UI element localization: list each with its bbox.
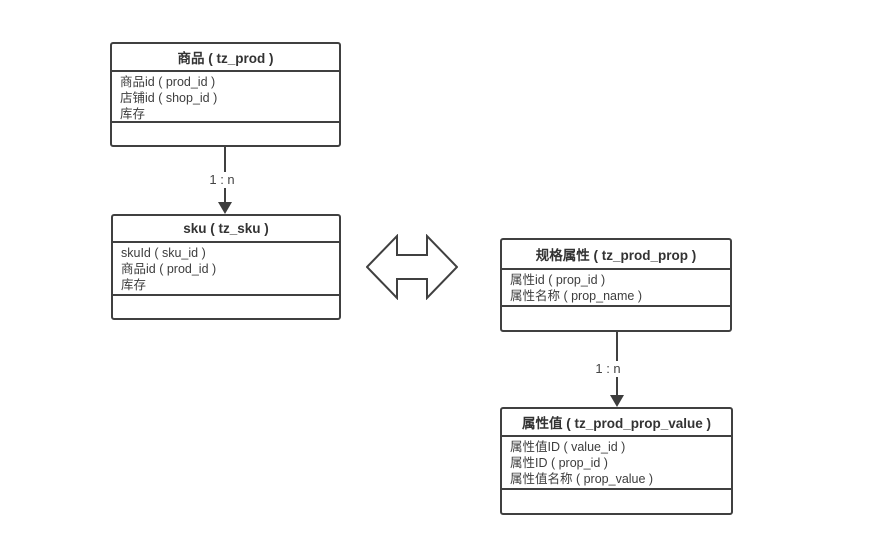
- table-field: 属性值ID ( value_id ): [510, 440, 626, 454]
- table-title-sku: sku ( tz_sku ): [113, 216, 339, 243]
- table-field: 属性名称 ( prop_name ): [510, 289, 642, 303]
- table-fields-sku: skuId ( sku_id ) 商品id ( prod_id ) 库存: [113, 243, 339, 296]
- table-field: 属性id ( prop_id ): [510, 273, 606, 287]
- arrowhead-down-icon: [610, 395, 624, 407]
- table-title-prod-prop-value: 属性值 ( tz_prod_prop_value ): [502, 409, 731, 437]
- entity-table-prod-prop[interactable]: 规格属性 ( tz_prod_prop ) 属性id ( prop_id ) 属…: [500, 238, 732, 332]
- double-horizontal-arrow-icon[interactable]: [366, 234, 458, 300]
- table-field: 库存: [121, 278, 147, 292]
- table-field: 商品id ( prod_id ): [121, 262, 217, 276]
- table-field: 属性值名称 ( prop_value ): [510, 472, 654, 486]
- table-field: 库存: [120, 107, 146, 121]
- table-empty-section: [502, 490, 731, 513]
- table-empty-section: [113, 296, 339, 318]
- table-title-prod: 商品 ( tz_prod ): [112, 44, 339, 72]
- table-field: skuId ( sku_id ): [121, 246, 206, 260]
- table-fields-prod-prop-value: 属性值ID ( value_id ) 属性ID ( prop_id ) 属性值名…: [502, 437, 731, 490]
- entity-table-prod-prop-value[interactable]: 属性值 ( tz_prod_prop_value ) 属性值ID ( value…: [500, 407, 733, 515]
- arrowhead-down-icon: [218, 202, 232, 214]
- table-empty-section: [112, 123, 339, 145]
- relation-label: 1 : n: [206, 172, 238, 188]
- table-field: 属性ID ( prop_id ): [510, 456, 608, 470]
- table-fields-prod: 商品id ( prod_id ) 店铺id ( shop_id ) 库存: [112, 72, 339, 123]
- table-title-prod-prop: 规格属性 ( tz_prod_prop ): [502, 240, 730, 270]
- entity-table-prod[interactable]: 商品 ( tz_prod ) 商品id ( prod_id ) 店铺id ( s…: [110, 42, 341, 147]
- table-field: 商品id ( prod_id ): [120, 75, 216, 89]
- table-empty-section: [502, 307, 730, 330]
- entity-table-sku[interactable]: sku ( tz_sku ) skuId ( sku_id ) 商品id ( p…: [111, 214, 341, 320]
- table-field: 店铺id ( shop_id ): [120, 91, 218, 105]
- relation-label: 1 : n: [592, 361, 624, 377]
- table-fields-prod-prop: 属性id ( prop_id ) 属性名称 ( prop_name ): [502, 270, 730, 307]
